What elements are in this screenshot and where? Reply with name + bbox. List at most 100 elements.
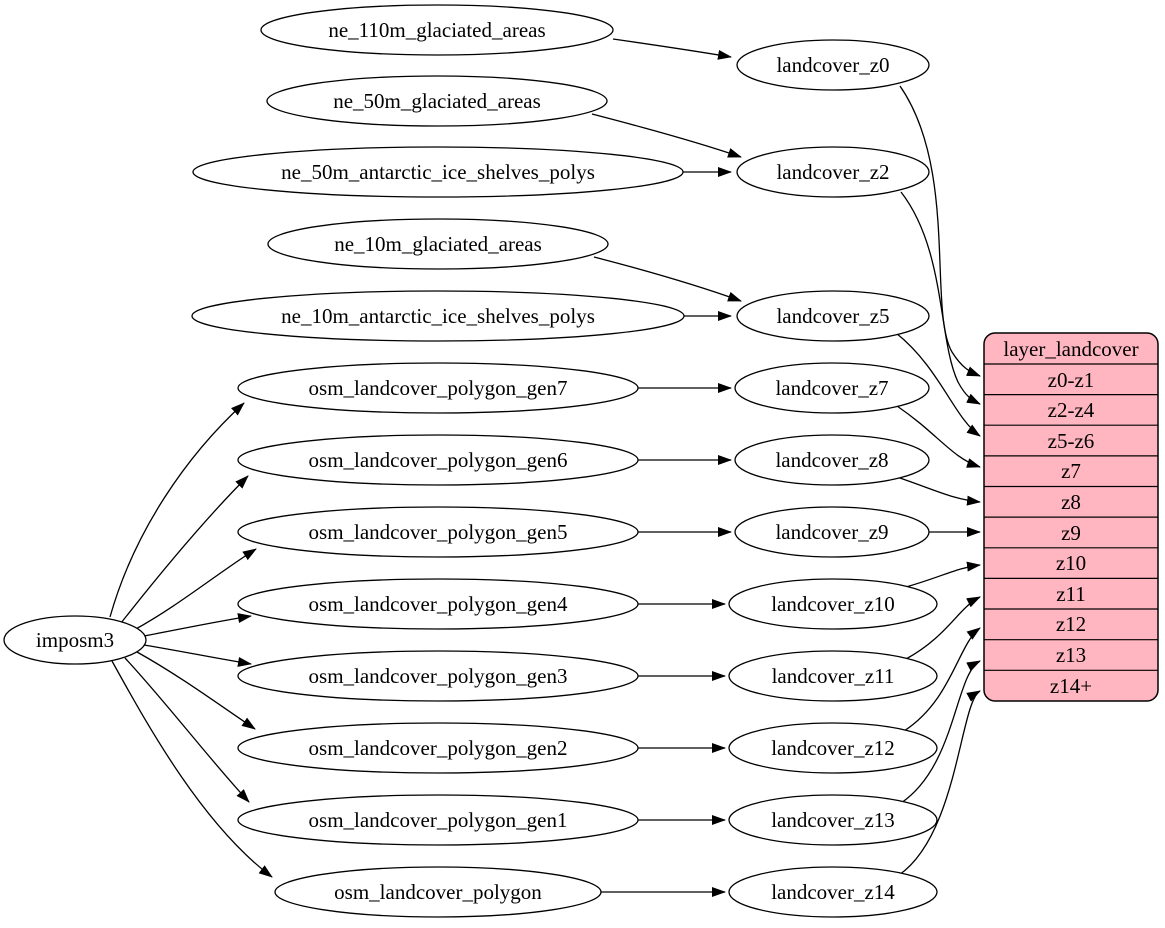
node-landcover_z12: landcover_z12 [728, 722, 938, 774]
edge-landcover_z12-row-z12 [903, 627, 981, 732]
table-title: layer_landcover [1003, 337, 1138, 361]
node-label: landcover_z13 [771, 808, 895, 832]
node-label: landcover_z12 [771, 736, 895, 760]
node-ellipse [237, 722, 639, 774]
node-label: ne_10m_glaciated_areas [334, 232, 542, 256]
edge-landcover_z7-row-z7 [896, 405, 981, 468]
node-landcover_z0: landcover_z0 [736, 39, 930, 91]
node-landcover_z13: landcover_z13 [728, 794, 938, 846]
node-label: landcover_z14 [771, 880, 895, 904]
node-ne_50m_antarctic_ice_shelves_polys: ne_50m_antarctic_ice_shelves_polys [192, 146, 684, 198]
node-label: ne_50m_antarctic_ice_shelves_polys [281, 160, 595, 184]
node-landcover_z8: landcover_z8 [734, 434, 930, 486]
node-label: landcover_z11 [772, 664, 895, 688]
node-ne_10m_glaciated_areas: ne_10m_glaciated_areas [267, 218, 609, 270]
node-ellipse [260, 4, 614, 56]
node-ellipse [237, 794, 639, 846]
node-ellipse [237, 506, 639, 558]
edge-imposm3-osm_landcover_polygon [111, 660, 273, 878]
node-label: imposm3 [36, 628, 114, 652]
node-osm_landcover_polygon: osm_landcover_polygon [274, 866, 602, 918]
node-label: ne_10m_antarctic_ice_shelves_polys [281, 304, 595, 328]
node-label: osm_landcover_polygon_gen1 [309, 808, 568, 832]
node-label: osm_landcover_polygon_gen4 [309, 592, 568, 616]
table-row-z7: z7 [1061, 459, 1081, 483]
node-ellipse [191, 290, 685, 342]
node-landcover_z7: landcover_z7 [734, 362, 930, 414]
node-label: landcover_z5 [776, 304, 889, 328]
node-imposm3: imposm3 [3, 615, 147, 665]
edge-landcover_z5-row-z5-z6 [895, 332, 981, 437]
node-label: osm_landcover_polygon_gen7 [309, 376, 568, 400]
node-label: landcover_z8 [775, 448, 888, 472]
node-landcover_z9: landcover_z9 [734, 506, 930, 558]
node-ellipse [3, 615, 147, 665]
node-ellipse [266, 75, 608, 127]
edge-landcover_z10-row-z10 [905, 561, 981, 588]
node-landcover_z10: landcover_z10 [728, 578, 938, 630]
node-ellipse [192, 146, 684, 198]
node-ellipse [728, 722, 938, 774]
node-osm_landcover_polygon_gen1: osm_landcover_polygon_gen1 [237, 794, 639, 846]
table-row-z0-z1: z0-z1 [1048, 368, 1095, 392]
edge-imposm3-osm_landcover_polygon_gen2 [136, 651, 256, 730]
edge-imposm3-osm_landcover_polygon_gen4 [143, 613, 252, 637]
edge-ne_110m_glaciated_areas-landcover_z0 [612, 38, 732, 60]
edge-landcover_z2-row-z2-z4 [900, 191, 981, 405]
edge-landcover_z11-row-z11 [905, 596, 981, 660]
node-osm_landcover_polygon_gen3: osm_landcover_polygon_gen3 [237, 650, 639, 702]
node-ellipse [237, 434, 639, 486]
node-ellipse [734, 362, 930, 414]
node-ne_10m_antarctic_ice_shelves_polys: ne_10m_antarctic_ice_shelves_polys [191, 290, 685, 342]
node-ellipse [728, 650, 938, 702]
node-ellipse [736, 290, 930, 342]
node-label: ne_110m_glaciated_areas [328, 18, 545, 42]
node-osm_landcover_polygon_gen5: osm_landcover_polygon_gen5 [237, 506, 639, 558]
node-ellipse [274, 866, 602, 918]
node-ellipse [734, 434, 930, 486]
node-osm_landcover_polygon_gen4: osm_landcover_polygon_gen4 [237, 578, 639, 630]
node-osm_landcover_polygon_gen7: osm_landcover_polygon_gen7 [237, 362, 639, 414]
node-label: landcover_z7 [775, 376, 888, 400]
node-ellipse [728, 866, 938, 918]
table-row-z9: z9 [1061, 521, 1081, 545]
table-row-z2-z4: z2-z4 [1048, 398, 1095, 422]
table-row-z10: z10 [1056, 551, 1086, 575]
edge-imposm3-osm_landcover_polygon_gen3 [143, 644, 252, 667]
node-ellipse [734, 506, 930, 558]
edge-imposm3-osm_landcover_polygon_gen1 [124, 657, 250, 803]
node-landcover_z5: landcover_z5 [736, 290, 930, 342]
node-label: landcover_z10 [771, 592, 895, 616]
node-ellipse [736, 146, 930, 198]
node-ellipse [736, 39, 930, 91]
edge-imposm3-osm_landcover_polygon_gen6 [120, 475, 249, 624]
node-label: osm_landcover_polygon_gen5 [309, 520, 568, 544]
node-ellipse [728, 578, 938, 630]
edge-imposm3-osm_landcover_polygon_gen5 [133, 548, 257, 631]
table-row-z12: z12 [1056, 612, 1086, 636]
edge-layer [109, 38, 981, 897]
node-ne_50m_glaciated_areas: ne_50m_glaciated_areas [266, 75, 608, 127]
table-row-z8: z8 [1061, 490, 1081, 514]
node-label: landcover_z2 [776, 160, 889, 184]
node-ellipse [728, 794, 938, 846]
node-ellipse [267, 218, 609, 270]
node-label: landcover_z0 [776, 53, 889, 77]
node-label: landcover_z9 [775, 520, 888, 544]
node-osm_landcover_polygon_gen2: osm_landcover_polygon_gen2 [237, 722, 639, 774]
node-landcover_z11: landcover_z11 [728, 650, 938, 702]
edge-landcover_z0-row-z0-z1 [899, 85, 981, 377]
table-row-z14plus: z14+ [1050, 674, 1092, 698]
node-landcover_z14: landcover_z14 [728, 866, 938, 918]
table-row-z11: z11 [1056, 582, 1086, 606]
node-label: osm_landcover_polygon_gen2 [309, 736, 568, 760]
node-layer_landcover-table: layer_landcover z0-z1 z2-z4 z5-z6 z7 z8 … [983, 332, 1159, 702]
edge-imposm3-osm_landcover_polygon_gen7 [109, 402, 245, 618]
node-label: osm_landcover_polygon [334, 880, 542, 904]
node-osm_landcover_polygon_gen6: osm_landcover_polygon_gen6 [237, 434, 639, 486]
table-row-z5-z6: z5-z6 [1048, 429, 1095, 453]
edge-landcover_z13-row-z13 [900, 660, 981, 804]
node-label: osm_landcover_polygon_gen3 [309, 664, 568, 688]
node-landcover_z2: landcover_z2 [736, 146, 930, 198]
